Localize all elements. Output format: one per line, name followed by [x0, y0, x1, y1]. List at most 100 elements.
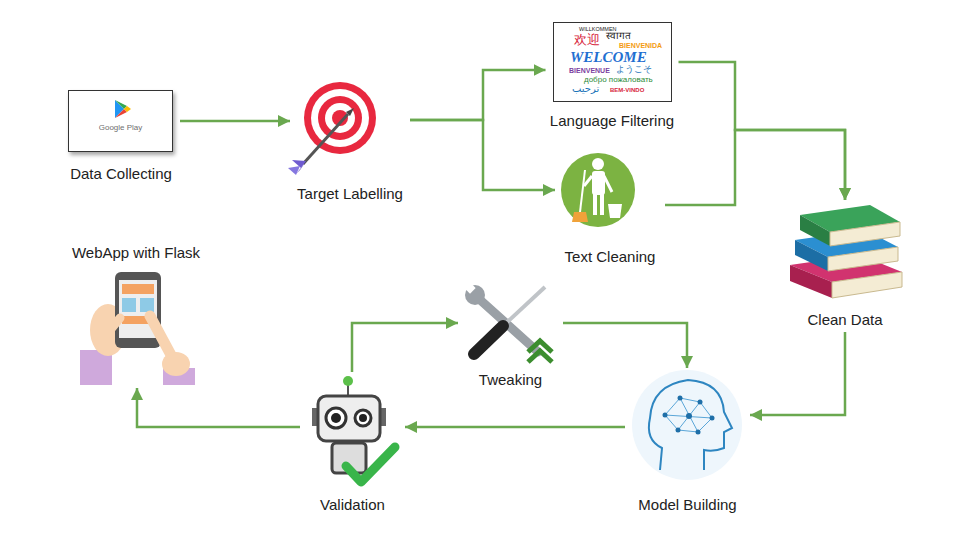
flow-arrow: [180, 120, 290, 123]
bucket: [608, 204, 622, 218]
check-mark: [346, 447, 395, 482]
step-label: Tweaking: [479, 371, 542, 389]
books-icon: [790, 205, 902, 298]
screwdriver-shaft: [503, 287, 545, 326]
step-label: Model Building: [638, 496, 736, 514]
greeting-word: 欢迎: [574, 33, 600, 46]
greeting-word: BIENVENUE: [569, 67, 610, 74]
word-cloud-ground: [553, 22, 672, 102]
thumb: [102, 318, 120, 340]
process-step: Google PlayData Collecting: [62, 88, 180, 186]
arrow-feather: [288, 166, 300, 175]
google-play-tile: [68, 90, 173, 152]
screen-block: [140, 298, 154, 312]
robot-eye: [355, 410, 371, 426]
janitor-arm: [604, 176, 612, 192]
ring: [318, 96, 362, 140]
network-dot: [678, 396, 683, 401]
network-dot: [676, 428, 681, 433]
greeting-word: ترحيب: [572, 84, 599, 94]
brain-network-icon: [632, 370, 742, 480]
icon-frame: Google Play: [68, 90, 173, 152]
step-label: Clean Data: [807, 311, 882, 329]
flow-arrow: [405, 426, 625, 429]
process-step: Text Cleaning: [555, 150, 665, 268]
tile-ground: [68, 90, 173, 152]
flow-arrow: [750, 332, 845, 415]
robot-pupil: [359, 414, 367, 422]
janitor-head: [592, 158, 604, 170]
janitor-icon: [561, 153, 635, 227]
process-step: Model Building: [625, 368, 750, 518]
book-pages: [832, 272, 902, 298]
flow-arrow: [410, 120, 555, 190]
store-name: Google Play: [69, 124, 172, 132]
hand: [162, 352, 190, 376]
antenna-ball: [343, 376, 353, 386]
book-pages: [828, 247, 898, 271]
network-dot: [663, 413, 668, 418]
janitor-leg: [593, 194, 597, 215]
janitor-arm: [584, 176, 592, 186]
screwdriver-handle: [474, 326, 503, 354]
robot-pupil: [331, 413, 341, 423]
greeting-word: добро пожаловать: [584, 76, 653, 84]
book-spine: [790, 265, 832, 298]
arrow-tip: [346, 108, 354, 116]
screen-block: [122, 284, 154, 294]
broom-stick: [580, 170, 585, 212]
ring: [311, 89, 369, 147]
robot-icon: [312, 376, 395, 482]
step-label: Target Labelling: [297, 185, 403, 203]
process-step: WILLKOMMEN欢迎स्वागतBIENVENIDAWELCOMEBIENV…: [546, 20, 679, 132]
network-lines: [665, 398, 712, 432]
robot-head: [318, 396, 380, 441]
greeting-word: BEM-VINDO: [610, 87, 644, 93]
flow-arrow: [410, 70, 546, 120]
book-spine: [800, 215, 830, 246]
play-logo-yellow: [124, 106, 131, 112]
step-label: Validation: [320, 496, 385, 514]
network-dot: [698, 400, 703, 405]
play-logo-red: [115, 109, 127, 118]
screen-block: [122, 298, 136, 312]
janitor-leg: [600, 194, 604, 215]
ring: [325, 103, 355, 133]
robot-eye: [326, 408, 346, 428]
step-label: Data Collecting: [70, 165, 172, 183]
phone-body: [115, 272, 161, 348]
greeting-word: WELCOME: [570, 50, 647, 65]
wrench-jaw: [464, 282, 475, 293]
flow-arrow: [352, 323, 458, 372]
greeting-word: ようこそ: [616, 65, 652, 74]
target-icon: [288, 82, 376, 175]
head-outline: [649, 380, 732, 470]
process-step: Clean Data: [780, 200, 910, 332]
icon-frame: WILLKOMMEN欢迎स्वागतBIENVENIDAWELCOMEBIENV…: [553, 22, 672, 102]
arrow-shaft: [303, 114, 348, 164]
network-dot: [686, 413, 692, 419]
chevron: [528, 351, 552, 362]
tools-icon: [464, 282, 552, 362]
step-label: Language Filtering: [550, 112, 674, 130]
greeting-word: BIENVENIDA: [619, 42, 662, 49]
greeting-word: स्वागत: [606, 31, 631, 41]
process-step: Target Labelling: [290, 82, 410, 207]
process-step: Tweaking: [458, 283, 563, 391]
process-step: Validation: [300, 372, 405, 517]
icon-disc: [632, 370, 742, 480]
step-label: Text Cleaning: [565, 248, 656, 266]
phone-icon: [80, 272, 195, 385]
book-spine: [795, 240, 828, 271]
book-pages: [830, 222, 900, 246]
ring: [304, 82, 376, 154]
broom-head: [572, 212, 588, 222]
network-dot: [710, 416, 715, 421]
play-logo-green: [115, 100, 127, 109]
icon-disc: [561, 153, 635, 227]
flow-arrow: [137, 388, 300, 427]
flow-arrow: [563, 323, 687, 368]
